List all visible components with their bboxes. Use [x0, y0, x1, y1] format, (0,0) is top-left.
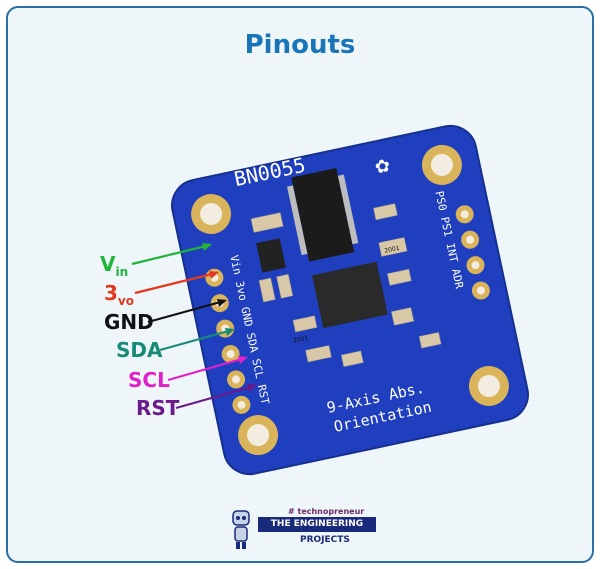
- pin-rst-main: RST: [136, 396, 180, 420]
- pin-label-rst: RST: [136, 396, 179, 420]
- pin-scl-main: SCL: [128, 368, 170, 392]
- pin-3vo-main: 3: [104, 281, 118, 305]
- main-ic: [312, 261, 388, 329]
- 3vo-arrow: [134, 271, 217, 295]
- pin-sda-main: SDA: [116, 338, 163, 362]
- gnd-arrow: [147, 299, 225, 324]
- pin-3vo-sub: vo: [117, 294, 134, 308]
- pin-label-vin: Vin: [100, 252, 128, 279]
- pcb-board: BN0055 Vin 3vo GND SDA SCL RST PS0 PS1 I…: [171, 124, 529, 476]
- regulator: [256, 238, 286, 273]
- pin-arrows: [131, 243, 257, 410]
- pin-label-sda: SDA: [116, 338, 162, 362]
- right-header: [455, 205, 490, 300]
- logo-tagline: # technopreneur: [288, 507, 365, 516]
- vin-arrow: [131, 243, 211, 266]
- chip-code-left: 2001: [293, 335, 310, 345]
- scl-arrow: [167, 356, 246, 382]
- pin-vin-main: V: [100, 252, 116, 276]
- top-chip: [291, 167, 355, 262]
- pin-gnd-main: GND: [104, 310, 154, 334]
- logo-sub: PROJECTS: [300, 535, 350, 545]
- page-title: Pinouts: [244, 30, 356, 60]
- sda-arrow: [159, 328, 233, 352]
- pin-label-gnd: GND: [104, 310, 154, 334]
- rst-arrow: [175, 384, 255, 410]
- pin-vin-sub: in: [115, 265, 129, 279]
- mounting-holes: [191, 144, 509, 456]
- pin-label-3vo: 3vo: [104, 281, 134, 308]
- brand-logo: # technopreneur THE ENGINEERING PROJECTS: [228, 505, 378, 553]
- pin-label-scl: SCL: [128, 368, 170, 392]
- logo-name: THE ENGINEERING: [258, 517, 376, 532]
- chip-code-right: 2001: [384, 245, 401, 255]
- robot-icon: [232, 510, 250, 549]
- star-icon: ✿: [373, 155, 392, 179]
